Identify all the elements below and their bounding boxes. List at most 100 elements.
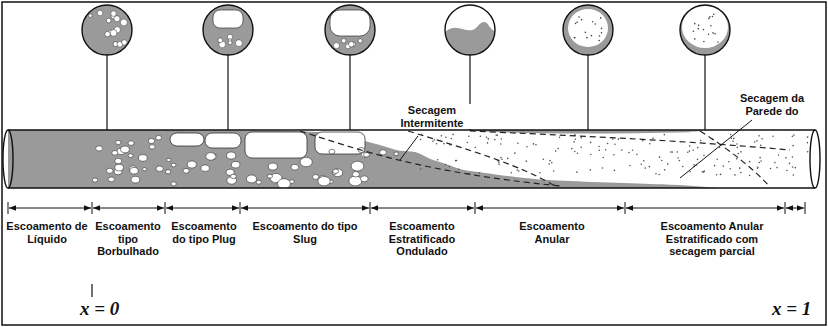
droplet [571, 148, 573, 150]
dimension-tick [785, 202, 786, 214]
droplet [756, 140, 758, 142]
droplet [759, 162, 761, 164]
droplet [687, 151, 689, 153]
gas-bubble [318, 176, 330, 185]
gas-bubble [148, 138, 155, 143]
droplet [517, 143, 519, 145]
droplet [543, 158, 545, 160]
droplet [714, 165, 716, 167]
gas-bubble [115, 164, 124, 171]
droplet [728, 161, 730, 163]
droplet [785, 157, 787, 159]
droplet [792, 166, 794, 168]
droplet [498, 162, 500, 164]
droplet [749, 161, 751, 163]
droplet [640, 164, 642, 166]
regime-label: Escoamento Estratificado Ondulado [376, 220, 468, 258]
droplet [598, 146, 600, 148]
droplet [437, 159, 439, 161]
cross-section [82, 5, 132, 130]
gas-bubble [121, 146, 130, 153]
droplet [649, 166, 651, 168]
gas-bubble [139, 155, 148, 162]
droplet [507, 158, 509, 160]
droplet [467, 142, 469, 144]
droplet [479, 172, 481, 174]
dimension-tick [805, 202, 806, 214]
gas-plug [245, 132, 307, 158]
gas-bubble [351, 161, 364, 171]
droplet [761, 138, 763, 140]
droplet [760, 160, 762, 162]
droplet [671, 151, 673, 153]
droplet [598, 149, 600, 151]
gas-bubble [171, 182, 176, 186]
droplet [734, 174, 736, 176]
gas-bubble [300, 157, 312, 166]
droplet [795, 167, 797, 169]
regime-label: Escoamento Anular Estratificado com seca… [646, 220, 778, 258]
droplet [580, 146, 582, 148]
droplet [697, 159, 699, 161]
droplet [740, 151, 742, 153]
droplet [749, 175, 751, 177]
droplet [535, 144, 537, 146]
cross-section [325, 5, 375, 130]
droplet [667, 163, 669, 165]
x0-marker [91, 284, 92, 297]
annotation: Secagem da Parede do [725, 92, 819, 117]
dimension-line [786, 208, 804, 209]
gas-bubble [112, 151, 118, 156]
regime-label: Escoamento do tipo Slug [245, 220, 365, 245]
droplet [555, 150, 557, 152]
droplet [573, 141, 575, 143]
droplet [740, 172, 742, 174]
droplet [434, 139, 436, 141]
droplet [664, 169, 666, 171]
droplet [629, 165, 631, 167]
cross-section [680, 5, 730, 130]
droplet [739, 167, 741, 169]
droplet [590, 154, 592, 156]
dimension-tick [475, 202, 476, 214]
dimension-tick [165, 202, 166, 214]
gas-bubble [108, 177, 114, 182]
droplet [590, 142, 592, 144]
droplet [445, 164, 447, 166]
gas-bubble [128, 154, 133, 158]
gas-bubble [165, 170, 170, 174]
droplet [692, 149, 694, 151]
droplet [652, 137, 654, 139]
gas-bubble [156, 135, 162, 139]
droplet [451, 138, 453, 140]
droplet [539, 172, 541, 174]
droplet [553, 170, 555, 172]
dimension-tick [8, 202, 9, 214]
gas-bubble [227, 152, 236, 159]
cross-section [563, 5, 613, 130]
droplet [643, 160, 645, 162]
gas-plug [205, 133, 241, 148]
droplet [580, 137, 582, 139]
droplet [703, 171, 705, 173]
liquid-phase [8, 130, 720, 188]
gas-bubble [131, 176, 140, 183]
droplet [495, 134, 497, 136]
regime-label: Escoamento do tipo Plug [168, 220, 240, 245]
pipe-wall [8, 130, 815, 188]
droplet [458, 168, 460, 170]
droplet [449, 166, 451, 168]
droplet [807, 142, 809, 144]
droplet [757, 166, 759, 168]
gas-bubble [115, 158, 122, 163]
droplet [577, 152, 579, 154]
droplet [468, 135, 470, 137]
droplet [689, 145, 691, 147]
droplet [659, 156, 661, 158]
droplet [731, 138, 733, 140]
gas-bubble [256, 180, 261, 184]
gas-bubble [364, 152, 370, 157]
dryout-line [700, 131, 770, 187]
droplet [716, 174, 718, 176]
